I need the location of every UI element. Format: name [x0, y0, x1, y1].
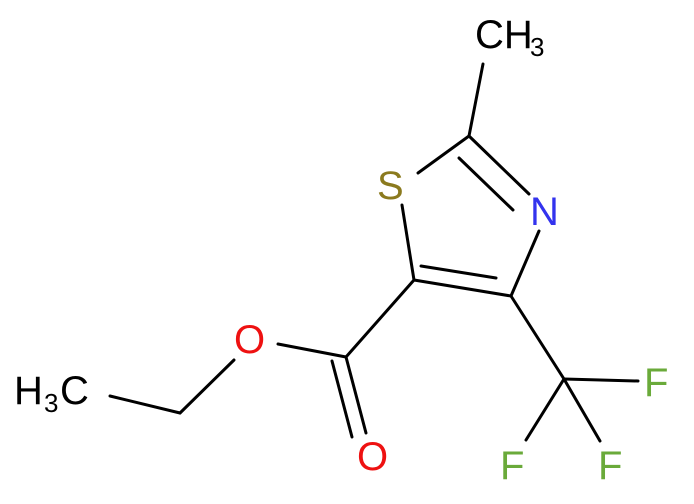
- sulfur-atom: S: [377, 164, 404, 208]
- bond-c2-s: [416, 134, 471, 175]
- bond-co-b: [330, 359, 354, 439]
- fluorine-atom-right: F: [644, 361, 668, 405]
- bond-c4-c5-a: [412, 278, 513, 298]
- bond-ch2-ch3: [108, 394, 182, 415]
- fluorine-atom-bottom-left: F: [500, 444, 524, 488]
- atom-labels: CH 3 S N O O H 3 C F F F: [14, 13, 668, 488]
- bond-cf3-f3: [562, 377, 602, 443]
- bond-cf3-f2: [524, 377, 566, 442]
- bond-c2-n-b: [457, 156, 515, 212]
- bond-n-c4: [509, 229, 541, 298]
- bond-c4-cf3: [509, 294, 566, 381]
- methyl-subscript: 3: [530, 32, 544, 62]
- bond-cf3-f1: [562, 377, 640, 383]
- bond-c2-methyl: [467, 62, 485, 138]
- nitrogen-atom: N: [530, 190, 559, 234]
- carbonyl-oxygen-atom: O: [357, 435, 388, 479]
- ester-oxygen-atom: O: [234, 318, 265, 362]
- bond-c2-n-a: [467, 134, 531, 196]
- bond-oester-ch2: [178, 358, 236, 415]
- ethyl-subscript: 3: [44, 388, 58, 418]
- bond-co-a: [344, 355, 368, 435]
- bonds: [108, 62, 640, 443]
- bond-c4-c5-b: [419, 264, 498, 280]
- ethyl-c-label: C: [60, 369, 89, 413]
- bond-c5-s: [400, 203, 416, 282]
- bond-c-oester: [276, 342, 348, 359]
- bond-c5-carbonylc: [344, 278, 416, 359]
- methyl-label: CH: [475, 13, 533, 57]
- fluorine-atom-bottom-right: F: [598, 444, 622, 488]
- ethyl-h-label: H: [14, 369, 43, 413]
